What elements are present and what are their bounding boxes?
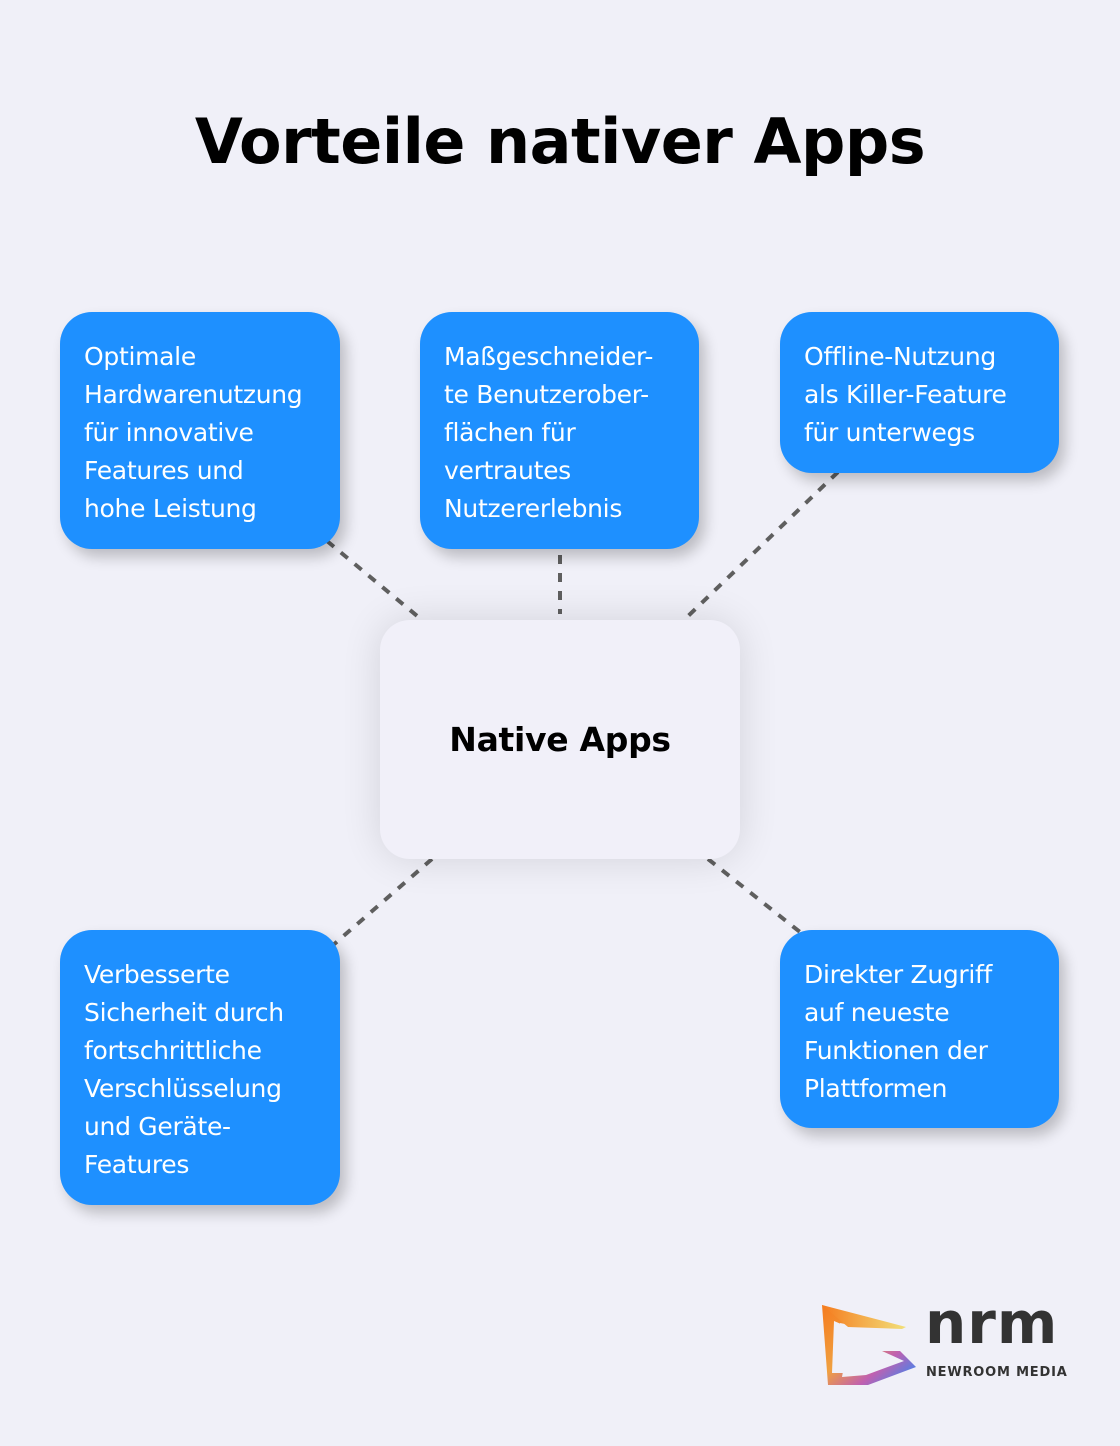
node-text-line: für unterwegs [804,418,975,447]
page-title: Vorteile nativer Apps [194,105,926,178]
logo-tagline: NEWROOM MEDIA [926,1365,1068,1380]
logo-wordmark: nrm [925,1289,1059,1357]
node-text-line: Direkter Zugriff [804,960,993,989]
center-node-label: Native Apps [449,720,671,759]
node-text-line: Nutzererlebnis [444,494,623,523]
node-text-line: te Benutzerober- [444,380,649,409]
node-text-line: flächen für [444,418,576,447]
node-custom-ui: Maßgeschneider- te Benutzerober- flächen… [420,312,699,549]
center-node-native-apps: Native Apps [380,620,740,859]
node-hardware-usage: Optimale Hardwarenutzung für innovative … [60,312,340,549]
node-offline-usage: Offline-Nutzung als Killer-Feature für u… [780,312,1059,473]
node-text-line: Maßgeschneider- [444,342,654,371]
node-text-line: Plattformen [804,1074,948,1103]
node-platform-features: Direkter Zugriff auf neueste Funktionen … [780,930,1059,1128]
node-text-line: auf neueste [804,998,950,1027]
node-text-line: hohe Leistung [84,494,257,523]
node-text-line: Features [84,1150,190,1179]
connector-top-left [325,539,424,622]
node-text-line: Offline-Nutzung [804,342,996,371]
node-text-line: Funktionen der [804,1036,988,1065]
node-text-line: Sicherheit durch [84,998,284,1027]
node-text-line: Optimale [84,342,196,371]
connector-bottom-right [706,857,807,938]
node-text-line: für innovative [84,418,254,447]
node-text-line: fortschrittliche [84,1036,262,1065]
connector-bottom-left [330,857,434,948]
node-text-line: Verschlüsselung [84,1074,282,1103]
nrm-logo-icon [822,1305,916,1385]
connector-top-right [684,470,840,620]
node-text-line: Hardwarenutzung [84,380,303,409]
node-text-line: Verbesserte [84,960,230,989]
node-text-line: und Geräte- [84,1112,231,1141]
node-text-line: als Killer-Feature [804,380,1007,409]
node-text-line: Features und [84,456,244,485]
node-security: Verbesserte Sicherheit durch fortschritt… [60,930,340,1205]
node-text-line: vertrautes [444,456,571,485]
newroom-media-logo: nrm NEWROOM MEDIA [818,1289,1067,1388]
